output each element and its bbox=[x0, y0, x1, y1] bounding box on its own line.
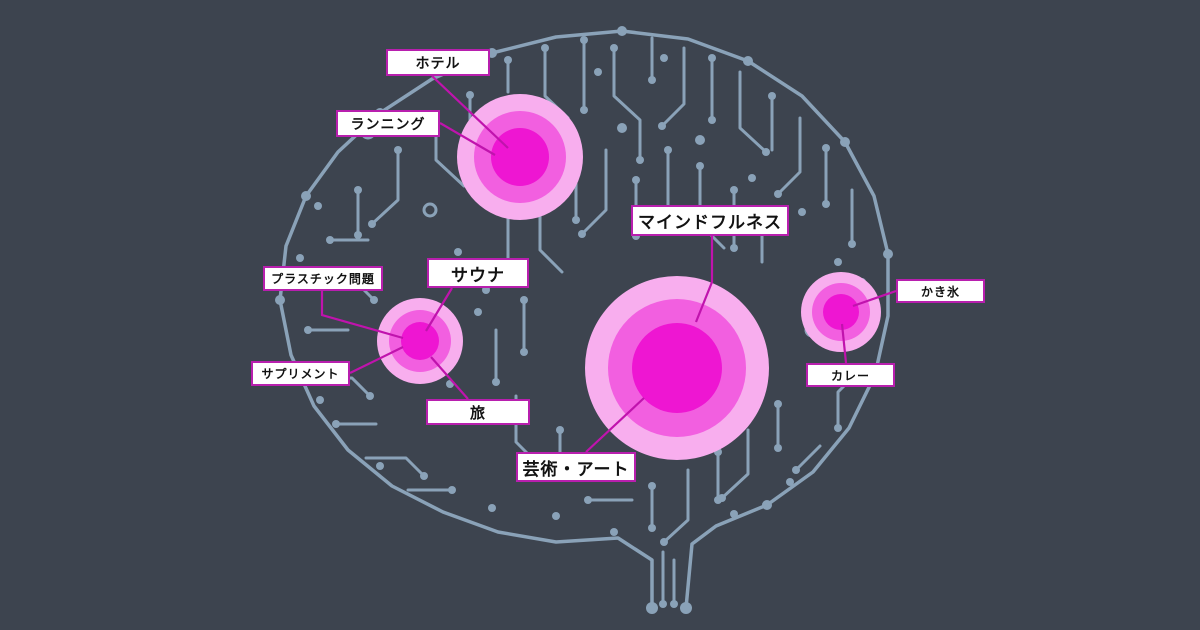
label-plastic-problem: プラスチック問題 bbox=[263, 266, 383, 291]
label-art: 芸術・アート bbox=[516, 452, 636, 482]
connector-shaved-ice bbox=[852, 289, 897, 308]
connector-hotel bbox=[431, 75, 509, 149]
label-shaved-ice: かき氷 bbox=[896, 279, 985, 303]
label-hotel: ホテル bbox=[386, 49, 490, 76]
label-curry: カレー bbox=[806, 363, 895, 387]
connector-curry bbox=[840, 323, 848, 364]
node-food bbox=[801, 272, 881, 352]
label-mindfulness: マインドフルネス bbox=[631, 205, 789, 236]
connector-art bbox=[585, 397, 645, 453]
connector-travel bbox=[430, 356, 469, 400]
node-sauna-cluster bbox=[377, 298, 463, 384]
label-sauna: サウナ bbox=[427, 258, 529, 288]
label-connectors bbox=[320, 75, 897, 453]
connector-supplement bbox=[349, 346, 404, 374]
connector-sauna bbox=[425, 287, 453, 332]
label-supplement: サプリメント bbox=[251, 361, 350, 386]
node-mindfulness-art bbox=[585, 276, 769, 460]
connector-mindfulness bbox=[694, 236, 714, 323]
label-travel: 旅 bbox=[426, 399, 530, 425]
connector-running bbox=[439, 122, 496, 156]
node-hotel-running bbox=[457, 94, 583, 220]
connector-plastic-problem bbox=[320, 291, 404, 340]
label-running: ランニング bbox=[336, 110, 440, 137]
